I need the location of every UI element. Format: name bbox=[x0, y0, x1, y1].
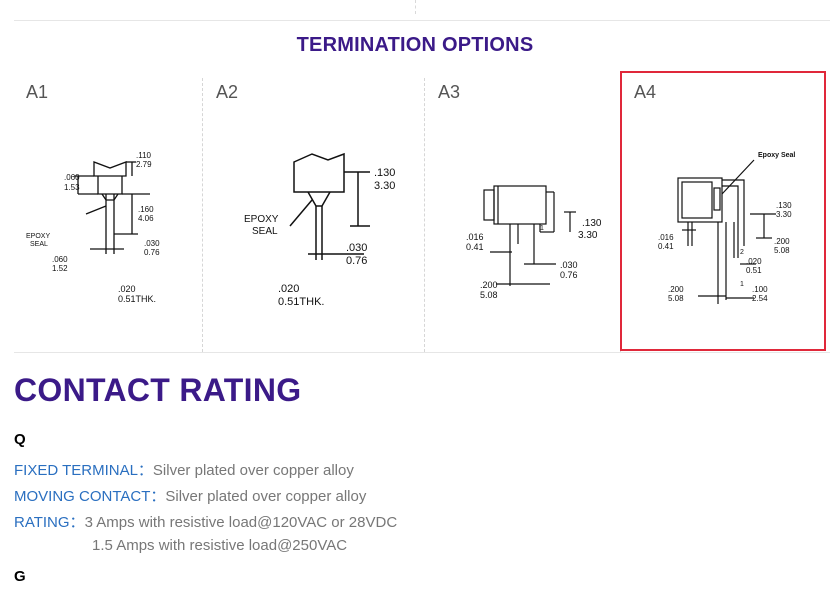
a2-dim-130: .130 bbox=[374, 167, 395, 179]
a4-dim-020: .020 bbox=[746, 257, 762, 266]
top-divider bbox=[14, 20, 830, 21]
a1-dim-051thk: 0.51THK. bbox=[118, 294, 156, 304]
rating-line: RATING：3 Amps with resistive load@120VAC… bbox=[14, 511, 397, 532]
a4-epoxy-seal-label: Epoxy Seal bbox=[758, 152, 795, 159]
a4-dim-200: .200 bbox=[668, 285, 684, 294]
a3-dim-330: 3.30 bbox=[578, 230, 598, 241]
a1-dim-279: 2.79 bbox=[136, 160, 152, 169]
rating-label: RATING： bbox=[14, 514, 85, 531]
a1-dim-153: 1.53 bbox=[64, 183, 80, 192]
top-divider-tick bbox=[415, 0, 417, 14]
section-q-header: Q bbox=[14, 431, 26, 448]
a1-dim-406: 4.06 bbox=[138, 214, 154, 223]
rating-value-2: 1.5 Amps with resistive load@250VAC bbox=[92, 537, 348, 554]
a1-dim-030: .030 bbox=[144, 239, 160, 248]
moving-contact-value: Silver plated over copper alloy bbox=[165, 488, 367, 505]
a2-epoxy-label: EPOXY bbox=[244, 214, 279, 225]
a4-dim-508: 5.08 bbox=[668, 294, 684, 303]
fixed-terminal-value: Silver plated over copper alloy bbox=[152, 462, 354, 479]
a4-callout-1: 1 bbox=[740, 281, 744, 288]
contact-rating-title: CONTACT RATING bbox=[14, 372, 302, 408]
a4-drawing: Epoxy Seal .130 3.30 .016 0.41 .200 5.08… bbox=[658, 152, 795, 304]
option-label: A1 bbox=[26, 82, 49, 102]
a4-dim-330: 3.30 bbox=[776, 210, 792, 219]
option-label: A2 bbox=[216, 82, 239, 102]
a4-dim-041: 0.41 bbox=[658, 242, 674, 251]
option-a3[interactable]: A3 1 .130 3.30 bbox=[426, 74, 622, 352]
option-a4[interactable]: A4 E bbox=[622, 74, 826, 352]
a1-dim-110: .110 bbox=[136, 151, 152, 160]
a2-dim-330: 3.30 bbox=[374, 180, 395, 192]
option-label: A4 bbox=[634, 82, 657, 102]
a1-dim-020: .020 bbox=[118, 284, 136, 294]
options-bottom-divider bbox=[14, 352, 830, 353]
a4-dim-130: .130 bbox=[776, 201, 792, 210]
option-a2[interactable]: A2 .130 3.30 EPOXY SEAL .030 0.76 .020 0… bbox=[204, 74, 424, 352]
a3-dim-508: 5.08 bbox=[480, 290, 498, 300]
a4-callout-2: 2 bbox=[740, 249, 744, 256]
a3-dim-041: 0.41 bbox=[466, 242, 484, 252]
a3-dim-200: .200 bbox=[480, 280, 498, 290]
a2-dim-030: .030 bbox=[346, 242, 367, 254]
a3-drawing: 1 .130 3.30 .016 0.41 .030 0.76 .200 5.0… bbox=[466, 185, 602, 300]
a1-seal-label: SEAL bbox=[30, 241, 48, 248]
section-g-header: G bbox=[14, 568, 26, 585]
a1-dim-152: 1.52 bbox=[52, 264, 68, 273]
termination-options-grid: A1 .110 2.79 .060 bbox=[14, 71, 830, 354]
a4-dim-254: 2.54 bbox=[752, 294, 768, 303]
a3-dim-076: 0.76 bbox=[560, 270, 578, 280]
a2-dim-020: .020 bbox=[278, 283, 299, 295]
moving-contact-line: MOVING CONTACT：Silver plated over copper… bbox=[14, 485, 366, 506]
a4-dim-200b: .200 bbox=[774, 237, 790, 246]
a3-dim-016: .016 bbox=[466, 232, 484, 242]
column-divider bbox=[424, 78, 425, 352]
a1-dim-060b: .060 bbox=[52, 255, 68, 264]
a2-dim-076: 0.76 bbox=[346, 255, 367, 267]
a2-drawing: .130 3.30 EPOXY SEAL .030 0.76 .020 0.51… bbox=[244, 152, 395, 308]
fixed-terminal-line: FIXED TERMINAL：Silver plated over copper… bbox=[14, 459, 354, 480]
a1-dim-076: 0.76 bbox=[144, 248, 160, 257]
a1-drawing: .110 2.79 .060 1.53 .160 4.06 EPOXY SEAL… bbox=[26, 151, 160, 304]
option-a1[interactable]: A1 .110 2.79 .060 bbox=[14, 74, 202, 352]
a1-dim-160: .160 bbox=[138, 205, 154, 214]
a4-dim-016: .016 bbox=[658, 233, 674, 242]
a1-epoxy-label: EPOXY bbox=[26, 233, 50, 240]
a2-dim-051thk: 0.51THK. bbox=[278, 296, 324, 308]
column-divider bbox=[202, 78, 203, 352]
a4-dim-508b: 5.08 bbox=[774, 246, 790, 255]
a3-dim-030: .030 bbox=[560, 260, 578, 270]
a2-seal-label: SEAL bbox=[252, 226, 278, 237]
a4-dim-100: .100 bbox=[752, 285, 768, 294]
fixed-terminal-label: FIXED TERMINAL： bbox=[14, 462, 153, 479]
a4-dim-051: 0.51 bbox=[746, 266, 762, 275]
a3-callout-1: 1 bbox=[540, 225, 544, 232]
selected-option-highlight bbox=[620, 71, 826, 351]
a1-dim-060: .060 bbox=[64, 173, 80, 182]
a3-dim-130: .130 bbox=[582, 218, 602, 229]
moving-contact-label: MOVING CONTACT： bbox=[14, 488, 166, 505]
termination-options-title: TERMINATION OPTIONS bbox=[296, 34, 534, 56]
rating-line-2: 1.5 Amps with resistive load@250VAC bbox=[92, 537, 347, 554]
rating-value: 3 Amps with resistive load@120VAC or 28V… bbox=[84, 514, 398, 531]
option-label: A3 bbox=[438, 82, 461, 102]
